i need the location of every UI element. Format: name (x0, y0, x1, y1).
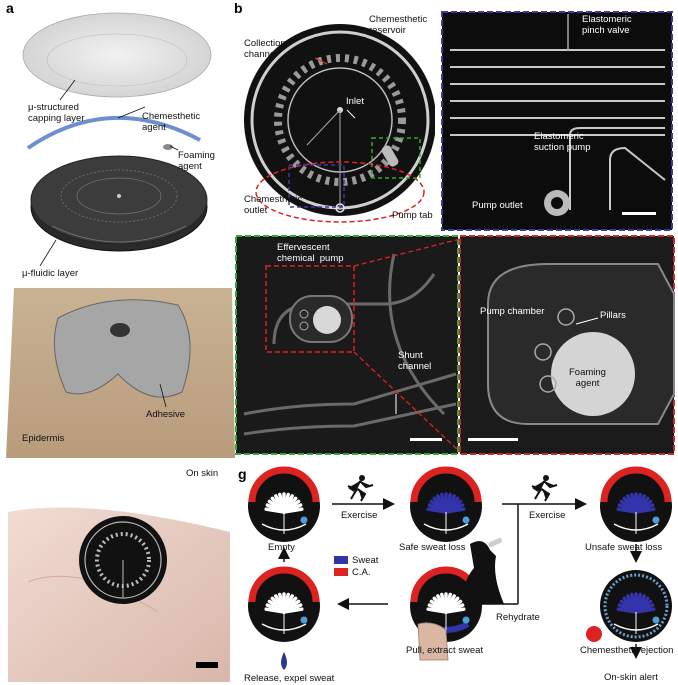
label-capping-layer: μ-structured capping layer (28, 102, 85, 124)
legend-sweat-label: Sweat (352, 555, 379, 566)
label-chemesthetic-outlet: Chemesthetic outlet (244, 194, 303, 216)
device-icon-release (248, 566, 320, 642)
capping-layer (22, 12, 212, 98)
label-pillars: Pillars (600, 310, 626, 321)
panel-label-g: g (238, 466, 247, 482)
label-on-skin-alert: On-skin alert (604, 672, 658, 683)
panel-a-illustration (6, 12, 235, 458)
microfluidic-layer (30, 155, 208, 245)
label-foaming-agent-a: Foaming agent (178, 150, 215, 172)
label-effervescent-pump: Effervescent chemical pump (277, 242, 344, 264)
label-chemesthetic-ejection: Chemesthetic ejection (580, 645, 674, 656)
label-epidermis: Epidermis (22, 433, 65, 444)
label-suction-pump: Elastomeric suction pump (534, 131, 591, 153)
panel-c-micrograph (441, 11, 673, 231)
device-icon-unsafe (600, 466, 672, 542)
panel-g-workflow (248, 466, 672, 670)
label-pump-tab: Pump tab (392, 210, 433, 221)
foaming-agent-dot (163, 144, 173, 150)
legend-ca-label: C.A. (352, 567, 371, 578)
label-shunt-channel: Shunt channel (398, 350, 432, 372)
label-microfluidic-layer: μ-fluidic layer (22, 268, 79, 279)
label-exercise-1: Exercise (341, 510, 378, 521)
chemesthetic-agent-arc (26, 115, 201, 150)
label-rehydrate: Rehydrate (496, 612, 540, 623)
label-chemesthetic-agent: Chemesthetic agent (142, 111, 201, 133)
panel-label-b: b (234, 0, 243, 16)
device-icon-safe (410, 466, 482, 542)
label-pump-chamber: Pump chamber (480, 306, 545, 317)
label-chemesthetic-reservoir: Chemesthetic reservoir (369, 14, 428, 36)
label-pump-outlet: Pump outlet (472, 200, 523, 211)
label-adhesive: Adhesive (146, 409, 186, 420)
label-inlet: Inlet (346, 96, 364, 107)
device-on-skin (53, 299, 191, 398)
device-icon-empty (248, 466, 320, 542)
label-on-skin: On skin (186, 468, 219, 479)
panel-f-photo (8, 462, 230, 682)
panel-e-micrograph (459, 235, 675, 455)
label-collection-channel: Collection channel (244, 38, 286, 60)
label-unsafe-sweat-loss: Unsafe sweat loss (585, 542, 663, 553)
label-release-expel: Release, expel sweat (244, 673, 335, 684)
label-safe-sweat-loss: Safe sweat loss (399, 542, 466, 553)
panel-b-device-photo (244, 24, 435, 223)
label-foaming-agent-e: Foaming agent (569, 367, 606, 389)
label-pull-extract: Pull, extract sweat (406, 645, 484, 656)
label-exercise-2: Exercise (529, 510, 566, 521)
label-pinch-valve: Elastomeric pinch valve (582, 14, 632, 36)
panel-d-micrograph (235, 235, 460, 455)
label-empty: Empty (268, 542, 295, 553)
device-icon-ejection (600, 570, 672, 642)
panel-label-a: a (6, 0, 14, 16)
